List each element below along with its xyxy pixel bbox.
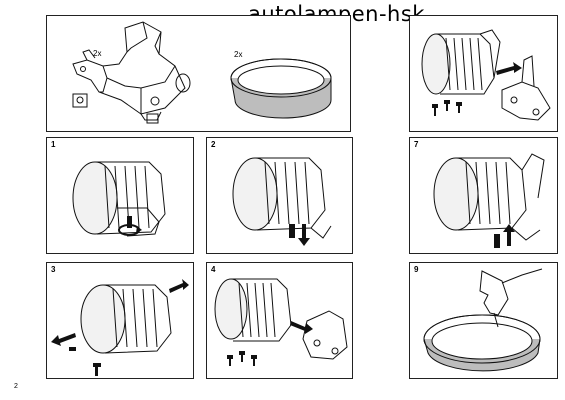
hand-drawing [479, 268, 543, 328]
page-number: 2 [14, 383, 18, 390]
bracket-quantity: 2x [93, 49, 102, 58]
screw-icon [127, 216, 132, 228]
step-2-panel: 2 [206, 137, 353, 254]
screw-icon [494, 234, 500, 248]
step-number: 1 [51, 140, 56, 149]
step-number: 9 [414, 265, 419, 274]
step-7-illustration [433, 153, 545, 248]
screw-icon [69, 347, 101, 376]
bracket-drawing [501, 55, 551, 121]
step-number: 2 [211, 140, 216, 149]
retaining-ring-drawing [423, 314, 541, 372]
mounting-bracket-drawing [72, 21, 191, 124]
step-1-panel: 1 [46, 137, 194, 254]
assembly-overview-panel [409, 15, 558, 132]
screw-icon [227, 351, 257, 366]
screw-icon [289, 224, 295, 238]
step-3-illustration [51, 279, 189, 376]
retaining-ring-drawing [230, 58, 332, 119]
arrow-icon [51, 279, 189, 346]
assembly-overview-illustration [421, 29, 551, 121]
step-number: 3 [51, 265, 56, 274]
step-9-panel: 9 [409, 262, 558, 379]
step-1-illustration [72, 161, 166, 237]
step-9-illustration [423, 268, 543, 372]
step-4-illustration [214, 278, 348, 366]
arrow-icon [290, 321, 313, 334]
arrow-icon [298, 224, 310, 246]
step-7-panel: 7 [409, 137, 558, 254]
ring-quantity: 2x [234, 50, 243, 59]
screw-icon [432, 100, 462, 116]
step-number: 4 [211, 265, 216, 274]
parts-illustration [72, 21, 332, 124]
step-number: 7 [414, 140, 419, 149]
step-3-panel: 3 [46, 262, 194, 379]
step-2-illustration [232, 157, 332, 246]
arrow-icon [496, 62, 522, 75]
arrow-icon [503, 224, 515, 246]
parts-panel: 2x 2x [46, 15, 351, 132]
step-4-panel: 4 [206, 262, 353, 379]
